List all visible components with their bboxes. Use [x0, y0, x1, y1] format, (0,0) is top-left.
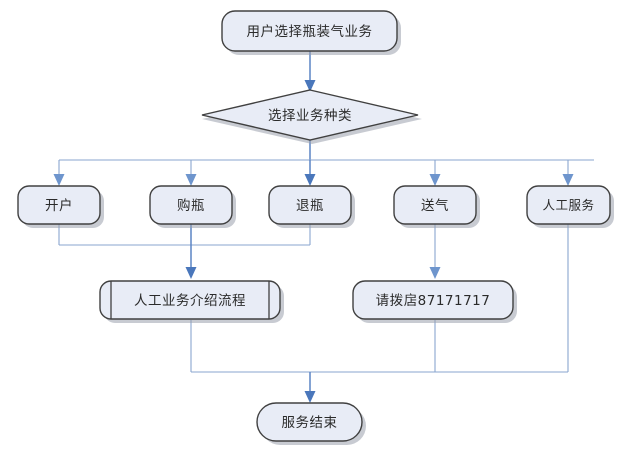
node-end-label: 服务结束 [282, 415, 338, 431]
node-decision-label: 选择业务种类 [268, 108, 352, 124]
node-option3[interactable]: 退瓶 [268, 185, 355, 228]
node-start[interactable]: 用户选择瓶装气业务 [221, 10, 401, 55]
edge-bus-to-option1 [53, 160, 65, 186]
node-option1[interactable]: 开户 [17, 185, 104, 228]
edge-decision-bus [59, 140, 594, 161]
node-option2-shape [149, 185, 233, 225]
node-option1-label: 开户 [45, 197, 73, 214]
node-option5[interactable]: 人工服务 [526, 185, 614, 228]
node-option4[interactable]: 送气 [393, 185, 480, 228]
node-decision-shape [201, 89, 419, 141]
node-phone-shape [352, 280, 514, 320]
edge-bus-to-end [304, 372, 316, 403]
edge-bus-to-option4 [429, 160, 441, 186]
edge-option4-to-phone [429, 224, 441, 279]
edge-bus-to-option3 [304, 160, 316, 186]
node-start-label: 用户选择瓶装气业务 [247, 23, 373, 40]
node-end[interactable]: 服务结束 [256, 402, 366, 445]
node-option2-label: 购瓶 [177, 198, 205, 214]
node-option5-label: 人工服务 [542, 198, 594, 213]
node-option5-shape [526, 185, 611, 225]
node-option1-shape [17, 185, 101, 225]
node-phone[interactable]: 请拨扂87171717 [352, 280, 517, 323]
node-option4-label: 送气 [421, 198, 449, 214]
edge-start-to-decision [304, 51, 316, 92]
edge-bus-to-option5 [562, 160, 574, 186]
node-subprocess[interactable]: 人工业务介绍流程 [99, 280, 284, 323]
connector-layer [53, 51, 594, 403]
node-option3-shape [268, 185, 352, 225]
node-option4-shape [393, 185, 477, 225]
node-subprocess-label: 人工业务介绍流程 [134, 293, 246, 309]
node-end-shape [256, 402, 363, 442]
node-phone-label: 请拨扂87171717 [376, 292, 491, 309]
edge-bus-to-option2 [185, 160, 197, 186]
node-start-shape [221, 10, 398, 52]
node-subprocess-shape [99, 280, 281, 320]
edge-option2-to-subprocess [185, 224, 197, 279]
node-decision[interactable]: 选择业务种类 [201, 89, 422, 144]
node-option3-label: 退瓶 [296, 198, 324, 214]
node-option2[interactable]: 购瓶 [149, 185, 236, 228]
